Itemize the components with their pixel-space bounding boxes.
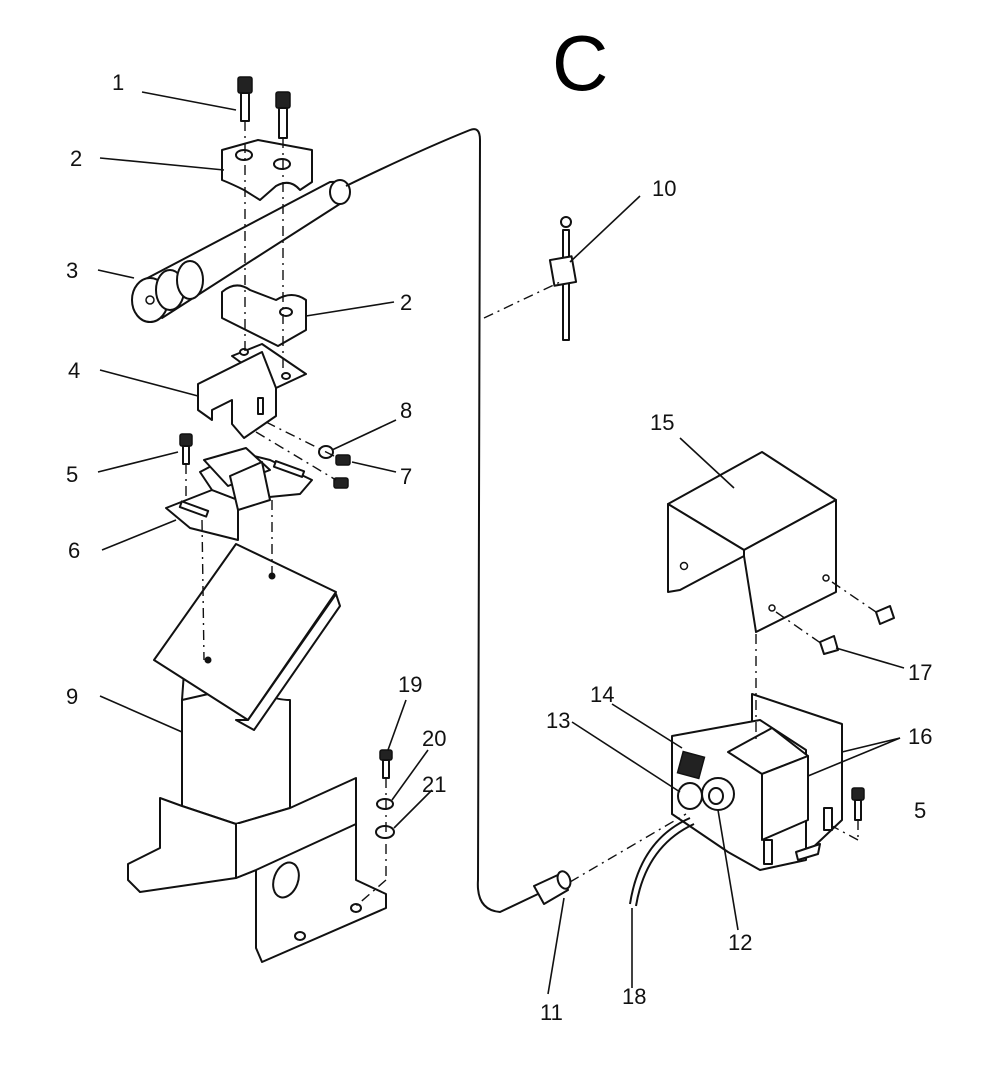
part-cover xyxy=(667,451,837,633)
callout-9: 9 xyxy=(66,684,78,709)
part-screws-and-washer xyxy=(318,445,351,489)
callout-4: 4 xyxy=(68,358,80,383)
part-adjustable-base xyxy=(165,447,313,541)
part-power-supply xyxy=(671,693,843,871)
laser-cable xyxy=(345,128,539,914)
callout-3: 3 xyxy=(66,258,78,283)
part-switch-knobs xyxy=(677,777,735,811)
part-cable-clamp xyxy=(548,216,578,341)
part-mounting-bracket xyxy=(197,343,307,439)
part-screw-right xyxy=(851,787,865,821)
section-letter: C xyxy=(552,19,608,107)
callout-12: 12 xyxy=(728,930,752,955)
callout-19: 19 xyxy=(398,672,422,697)
callout-16: 16 xyxy=(908,724,932,749)
callout-2-upper: 2 xyxy=(70,146,82,171)
callout-15: 15 xyxy=(650,410,674,435)
part-laser-module xyxy=(131,179,351,323)
callout-6: 6 xyxy=(68,538,80,563)
part-stand xyxy=(127,543,387,963)
callout-11: 11 xyxy=(540,1000,563,1025)
callout-1: 1 xyxy=(112,70,124,95)
part-screw-left xyxy=(179,433,193,465)
callout-20: 21 xyxy=(422,772,446,797)
alignment-lines xyxy=(185,121,877,907)
power-cord xyxy=(629,817,695,907)
leader-lines xyxy=(97,91,905,995)
callout-17: 17 xyxy=(908,660,932,685)
part-lower-clamp-block xyxy=(221,284,307,347)
part-bolt-washers xyxy=(375,749,395,839)
callout-18: 18 xyxy=(622,984,646,1009)
callout-labels: 1 2 2 3 4 5 5 6 7 8 9 10 11 12 13 14 15 … xyxy=(66,70,932,1025)
callout-5-left: 5 xyxy=(66,462,78,487)
callout-8: 8 xyxy=(400,398,412,423)
callout-13: 13 xyxy=(546,708,570,733)
callout-7: 7 xyxy=(400,464,412,489)
callout-21: 20 xyxy=(422,726,446,751)
part-upper-clamp-block xyxy=(221,139,313,201)
callout-10: 10 xyxy=(652,176,676,201)
callout-14: 14 xyxy=(590,682,614,707)
part-cap-screws xyxy=(237,76,291,139)
part-connector-plug xyxy=(533,870,572,905)
part-cover-screws xyxy=(819,605,895,655)
callout-5-right: 5 xyxy=(914,798,926,823)
callout-2-lower: 2 xyxy=(400,290,412,315)
